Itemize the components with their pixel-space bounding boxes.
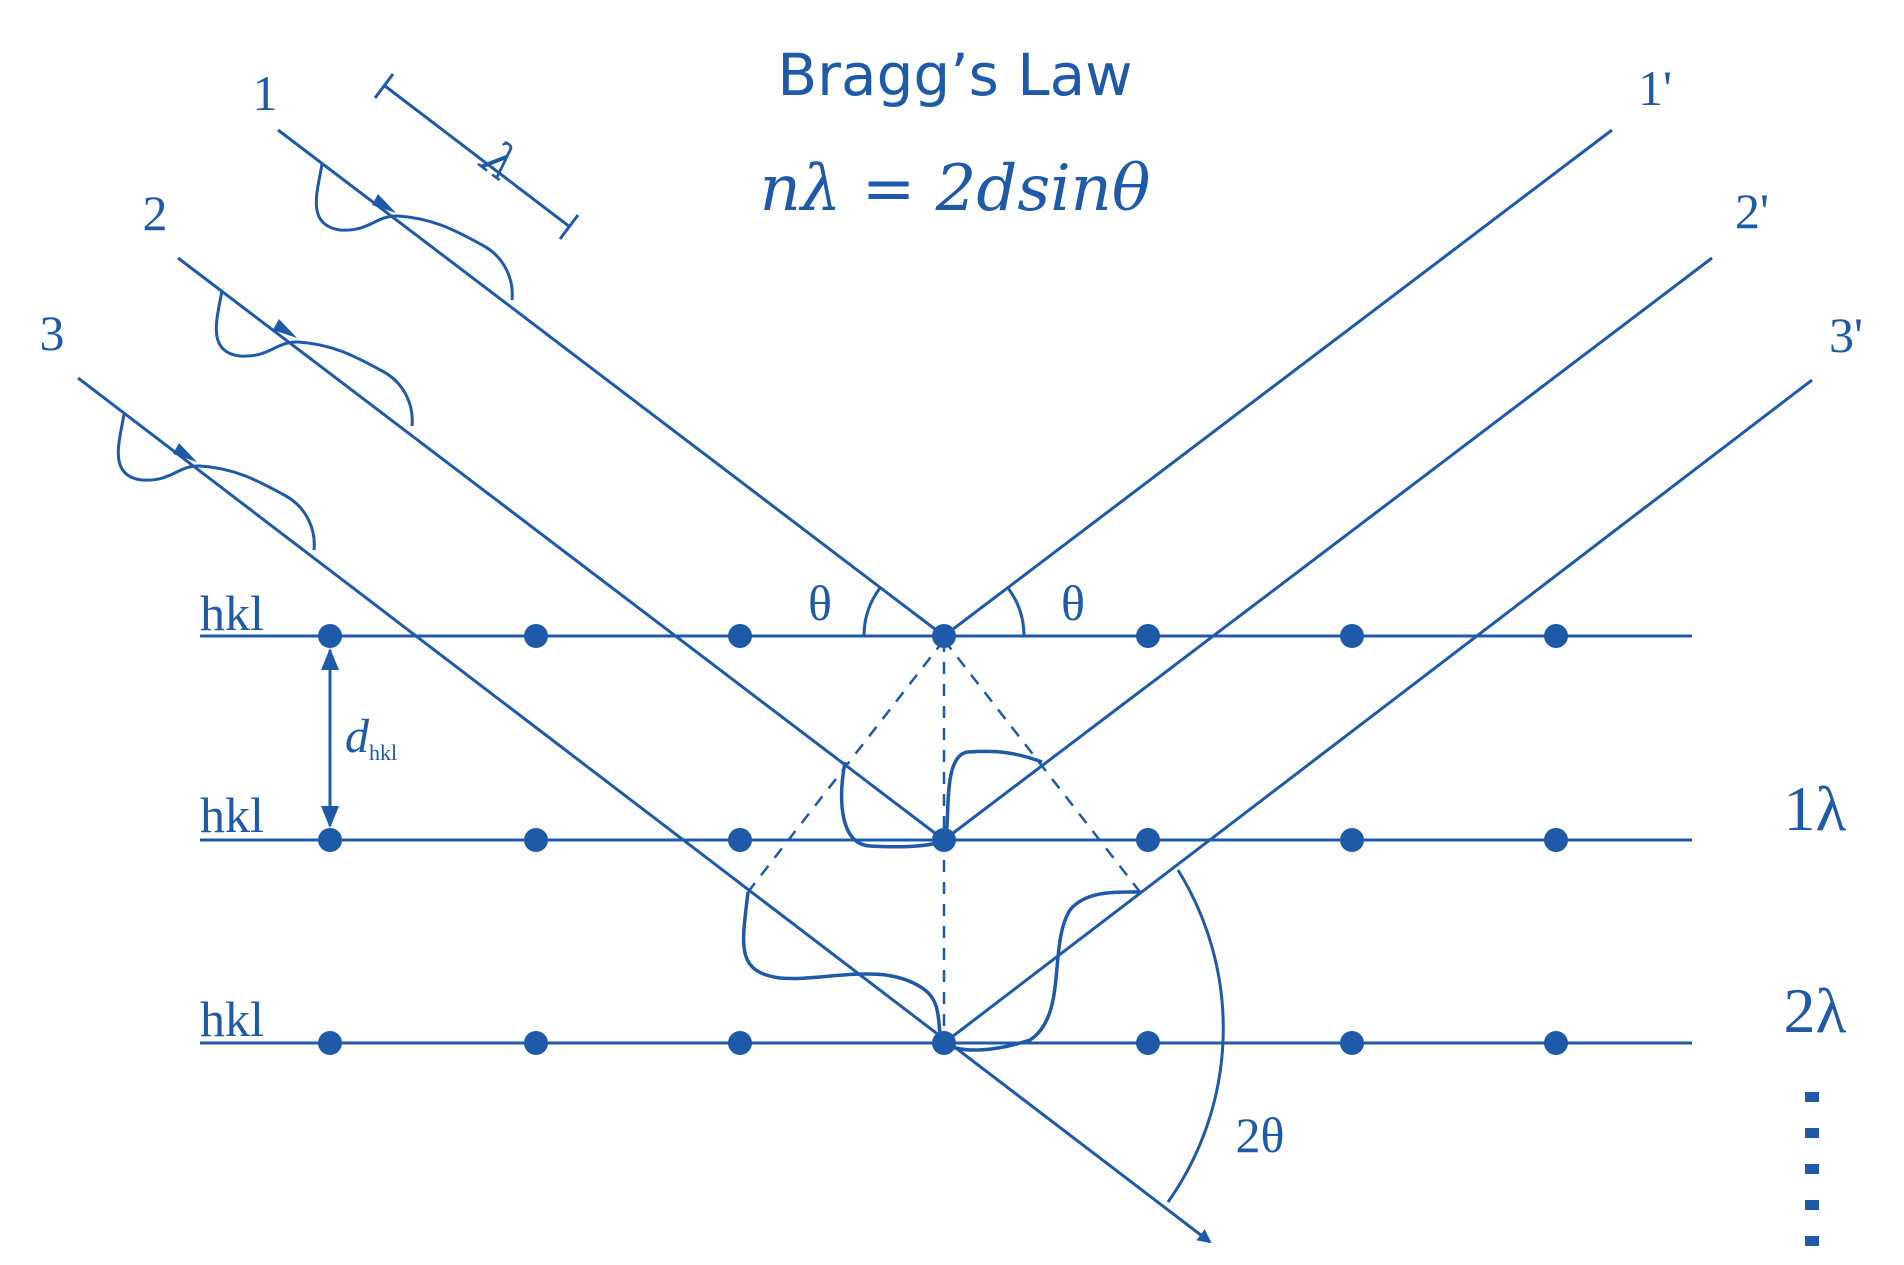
theta-arc-incident (862, 587, 882, 637)
atom-r2-c3 (728, 828, 752, 852)
atom-r3-c2 (524, 1031, 548, 1055)
reflected-label-3: 3' (1829, 307, 1863, 363)
reflected-label-1: 1' (1638, 60, 1672, 116)
theta-label-reflected: θ (1061, 575, 1085, 631)
dashed-path-right (943, 639, 1141, 893)
incident-wave-2 (214, 289, 414, 427)
wave-plane2-reflected (942, 749, 1043, 842)
atom-r3-c1 (318, 1031, 342, 1055)
incident-label-2: 2 (143, 185, 168, 241)
d-spacing-label: dhkl (345, 710, 397, 765)
incident-wave-1 (314, 163, 514, 301)
atom-r1-c2 (524, 624, 548, 648)
plane-label-1: hkl (200, 585, 264, 641)
atom-r1-c5 (1136, 624, 1160, 648)
reflected-ray-2 (943, 256, 1713, 842)
atom-r2-c7 (1544, 828, 1568, 852)
atom-r1-c1 (318, 624, 342, 648)
incident-direction-arrow-3 (173, 443, 197, 462)
wave-plane3-incident (741, 891, 946, 1045)
bragg-formula: nλ = 2dsinθ (760, 152, 1151, 226)
wavelength-marker (373, 73, 580, 240)
atom-r3-c3 (728, 1031, 752, 1055)
atom-r2-c5 (1136, 828, 1160, 852)
incident-label-1: 1 (253, 65, 278, 121)
incident-wave-3 (116, 413, 316, 551)
d-spacing-arrow-down (321, 806, 339, 828)
two-theta-label: 2θ (1236, 1107, 1285, 1163)
order-continuation-dots (1805, 1092, 1819, 1246)
incident-ray-3 (77, 376, 1212, 1244)
incident-ray-1 (277, 128, 945, 638)
incident-direction-arrow-2 (273, 319, 297, 338)
atom-r3-c5 (1136, 1031, 1160, 1055)
plane-label-3: hkl (200, 991, 264, 1047)
incident-direction-arrow-1 (372, 194, 396, 213)
order-label-2: 2λ (1783, 975, 1846, 1046)
reflected-ray-1 (943, 128, 1613, 638)
atom-r2-c6 (1340, 828, 1364, 852)
reflected-label-2: 2' (1735, 183, 1769, 239)
d-spacing-arrow-up (321, 648, 339, 670)
theta-label-incident: θ (808, 575, 832, 631)
wave-plane3-reflected (943, 890, 1141, 1052)
wave-plane2-incident (839, 761, 945, 849)
reflected-ray-3 (943, 378, 1813, 1045)
incident-ray-2 (177, 256, 945, 842)
incident-label-3: 3 (40, 305, 65, 361)
atom-r2-c1 (318, 828, 342, 852)
atom-r1-c7 (1544, 624, 1568, 648)
atom-r2-c2 (524, 828, 548, 852)
atom-r1-c3 (728, 624, 752, 648)
atom-grid (318, 624, 1568, 1055)
atom-r3-c7 (1544, 1031, 1568, 1055)
theta-arc-reflected (1006, 587, 1026, 637)
order-label-1: 1λ (1783, 773, 1846, 844)
atom-r1-c6 (1340, 624, 1364, 648)
plane-label-2: hkl (200, 787, 264, 843)
atom-r3-c6 (1340, 1031, 1364, 1055)
wavelength-label: λ (469, 129, 529, 193)
two-theta-arc (1166, 869, 1225, 1203)
diagram-title: Bragg’s Law (777, 41, 1132, 109)
